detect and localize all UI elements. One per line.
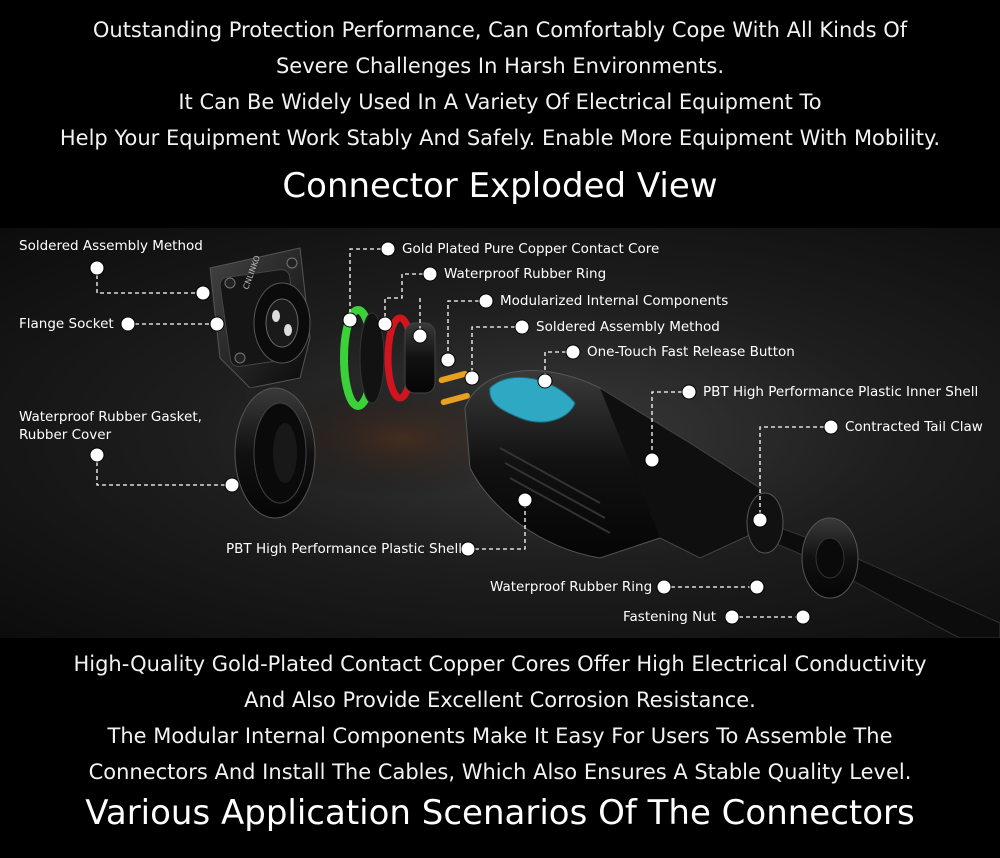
label-fastening-nut: Fastening Nut: [623, 609, 717, 625]
section-heading-applications: Various Application Scenarios Of The Con…: [85, 793, 915, 833]
contact-core-body: [359, 312, 385, 404]
label-inner-shell: PBT High Performance Plastic Inner Shell: [703, 384, 979, 400]
intro-text: Outstanding Protection Performance, Can …: [0, 12, 1000, 156]
label-gold-core: Gold Plated Pure Copper Contact Core: [402, 241, 660, 257]
gold-pin: [438, 370, 468, 384]
outro-line: Connectors And Install The Cables, Which…: [88, 760, 912, 784]
intro-line: Help Your Equipment Work Stably And Safe…: [59, 126, 941, 150]
label-ring-top: Waterproof Rubber Ring: [444, 266, 607, 282]
intro-line: It Can Be Widely Used In A Variety Of El…: [178, 90, 822, 114]
label-tail-claw: Contracted Tail Claw: [845, 419, 983, 435]
label-flange-socket: Flange Socket: [19, 316, 114, 332]
outro-line: The Modular Internal Components Make It …: [107, 724, 893, 748]
label-plastic-shell: PBT High Performance Plastic Shell: [226, 541, 462, 557]
intro-line: Severe Challenges In Harsh Environments.: [275, 54, 725, 78]
label-gasket-line1: Waterproof Rubber Gasket,: [19, 409, 202, 425]
rubber-cover-shape: [234, 387, 316, 519]
exploded-view-diagram: CNLINKO: [0, 228, 1000, 638]
outro-line: And Also Provide Excellent Corrosion Res…: [244, 688, 756, 712]
intro-line: Outstanding Protection Performance, Can …: [92, 18, 908, 42]
label-soldered-assembly-left: Soldered Assembly Method: [19, 238, 203, 254]
connector-illustration: CNLINKO: [89, 241, 1000, 638]
leader-lines: [96, 248, 831, 618]
outro-text: High-Quality Gold-Plated Contact Copper …: [0, 646, 1000, 790]
release-button-shape: [489, 376, 576, 423]
flange-socket-shape: CNLINKO: [209, 247, 311, 389]
outro-line: High-Quality Gold-Plated Contact Copper …: [73, 652, 927, 676]
marker-dots: [89, 241, 839, 625]
label-gasket-line2: Rubber Cover: [19, 427, 112, 443]
cable: [758, 527, 1000, 638]
section-heading-exploded-view: Connector Exploded View: [282, 166, 718, 206]
label-modular: Modularized Internal Components: [500, 293, 729, 309]
label-release-button: One-Touch Fast Release Button: [587, 344, 795, 360]
gold-pin: [440, 392, 470, 406]
label-soldered-assembly-right: Soldered Assembly Method: [536, 319, 720, 335]
label-ring-bottom: Waterproof Rubber Ring: [490, 579, 653, 595]
